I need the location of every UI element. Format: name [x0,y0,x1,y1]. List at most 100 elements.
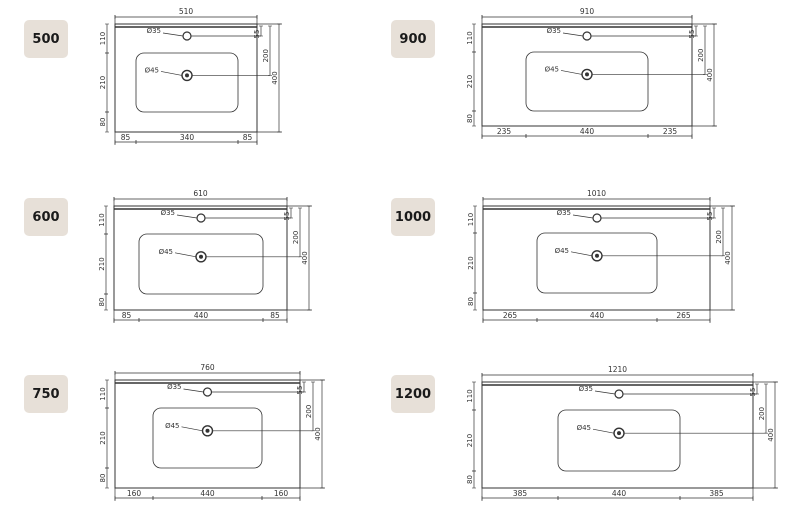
tap-hole-label: Ø35 [579,385,593,393]
basin-width-label: 440 [612,489,627,498]
left-margin-label: 85 [122,311,132,320]
drain-center [205,428,210,433]
width-label: 1210 [608,365,627,374]
left-margin-label: 235 [497,127,512,136]
tap-leader [183,388,204,393]
depth-label: 400 [271,71,279,84]
tap-hole [182,31,192,41]
left-margin-label: 160 [127,489,142,498]
bottom-zone-label: 80 [466,475,474,484]
drain-center [199,254,203,259]
drain-offset-label: 200 [305,405,313,418]
depth-label: 400 [314,427,322,440]
drain-hole-label: Ø45 [545,65,559,73]
countertop-outline [481,381,754,489]
tap-hole-label: Ø35 [167,383,181,391]
drain-hole-label: Ø45 [555,247,569,255]
middle-zone-label: 210 [99,431,107,444]
bottom-zone-label: 80 [99,118,107,127]
drain-offset-label: 200 [697,49,705,62]
model-badge-1000: 1000 [391,198,435,236]
countertop-outline [114,379,301,489]
tap-offset-label: 55 [253,30,261,39]
tap-offset-label: 55 [688,30,696,39]
tap-hole [614,389,624,399]
tap-hole [202,387,213,397]
width-label: 760 [200,363,215,372]
drain-center [585,72,589,77]
width-label: 1010 [587,189,606,198]
bottom-zone-label: 80 [467,297,475,306]
drain-offset-label: 200 [292,231,300,244]
width-label: 910 [580,7,595,16]
drain-leader [570,251,593,257]
tap-offset-label: 55 [706,212,714,221]
middle-zone-label: 210 [99,76,107,89]
basin-width-label: 440 [200,489,215,498]
basin-width-label: 440 [580,127,595,136]
countertop-outline [481,23,693,127]
tap-leader [572,214,594,219]
basin-outline [135,52,239,113]
middle-zone-label: 210 [98,257,106,270]
width-label: 510 [179,7,194,16]
drain-hole-label: Ø45 [165,422,179,430]
bottom-zone-label: 80 [98,298,106,307]
model-badge-900: 900 [391,20,435,58]
middle-zone-label: 210 [466,434,474,447]
tap-hole-label: Ø35 [557,209,571,217]
depth-label: 400 [724,251,732,264]
top-zone-label: 110 [99,32,107,45]
tap-hole [196,213,206,223]
tap-hole-label: Ø35 [547,27,561,35]
tap-offset-label: 55 [296,386,304,395]
depth-label: 400 [301,251,309,264]
right-margin-label: 265 [676,311,691,320]
right-margin-label: 385 [709,489,724,498]
drain-hole-label: Ø45 [145,66,159,74]
right-margin-label: 85 [243,133,253,142]
basin-outline [525,51,649,112]
drain-hole-label: Ø45 [577,424,591,432]
basin-outline [152,407,263,469]
countertop-outline [113,205,288,311]
countertop-outline [482,205,711,311]
drain-center [595,253,599,258]
basin-width-label: 340 [180,133,195,142]
drain-leader [160,71,183,76]
right-margin-label: 235 [663,127,678,136]
left-margin-label: 85 [121,133,131,142]
basin-outline [536,232,658,294]
top-zone-label: 110 [467,213,475,226]
model-badge-1200: 1200 [391,375,435,413]
left-margin-label: 265 [503,311,518,320]
top-zone-label: 110 [98,213,106,226]
tap-leader [594,390,616,395]
bottom-zone-label: 80 [466,114,474,123]
tap-leader [162,32,184,37]
tap-offset-label: 55 [749,388,757,397]
depth-label: 400 [706,68,714,81]
basin-outline [138,233,264,295]
basin-width-label: 440 [590,311,605,320]
drain-center [617,431,621,436]
basin-outline [557,409,681,472]
bottom-zone-label: 80 [99,474,107,483]
top-zone-label: 110 [466,31,474,44]
basin-width-label: 440 [194,311,209,320]
left-margin-label: 385 [513,489,528,498]
model-badge-500: 500 [24,20,68,58]
drain-leader [592,428,615,434]
drain-offset-label: 200 [262,49,270,62]
drain-leader [560,70,583,75]
model-badge-600: 600 [24,198,68,236]
drain-offset-label: 200 [758,407,766,420]
width-label: 610 [193,189,208,198]
tap-leader [176,214,198,219]
